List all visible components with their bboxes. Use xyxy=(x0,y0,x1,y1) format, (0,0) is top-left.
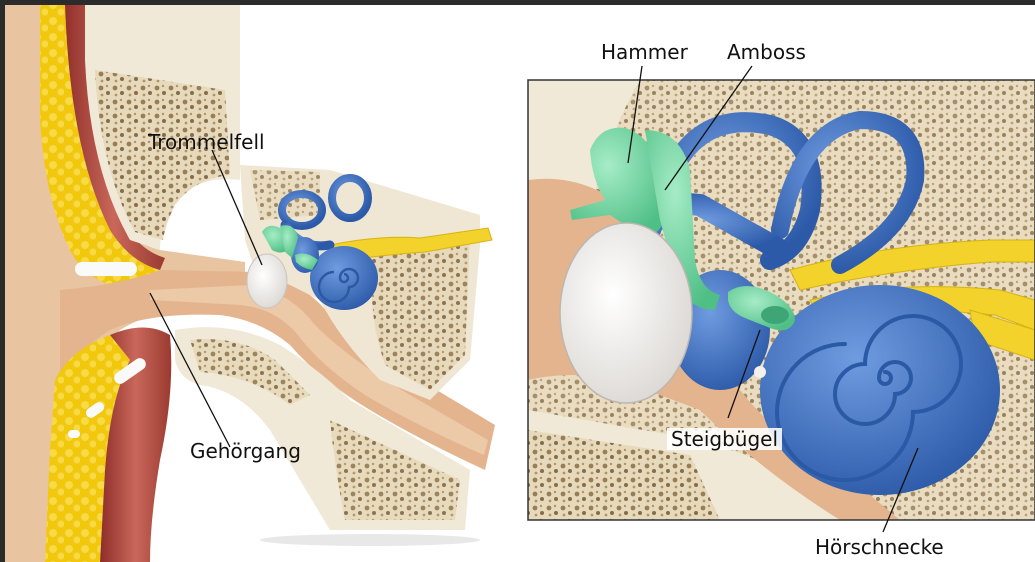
fat-nodule xyxy=(75,262,137,276)
label-gehoergang: Gehörgang xyxy=(190,441,301,461)
label-hammer: Hammer xyxy=(601,42,688,62)
label-amboss: Amboss xyxy=(727,42,806,62)
eardrum-detail xyxy=(560,223,692,403)
shadow xyxy=(260,534,480,546)
fat-nodule xyxy=(68,430,80,438)
eardrum-overview xyxy=(247,254,287,308)
label-steigbuegel: Steigbügel xyxy=(667,428,782,450)
label-hoerschnecke: Hörschnecke xyxy=(815,537,944,557)
detail-tile xyxy=(528,80,1035,520)
label-trommelfell: Trommelfell xyxy=(148,132,265,152)
overview-illustration xyxy=(5,5,495,562)
